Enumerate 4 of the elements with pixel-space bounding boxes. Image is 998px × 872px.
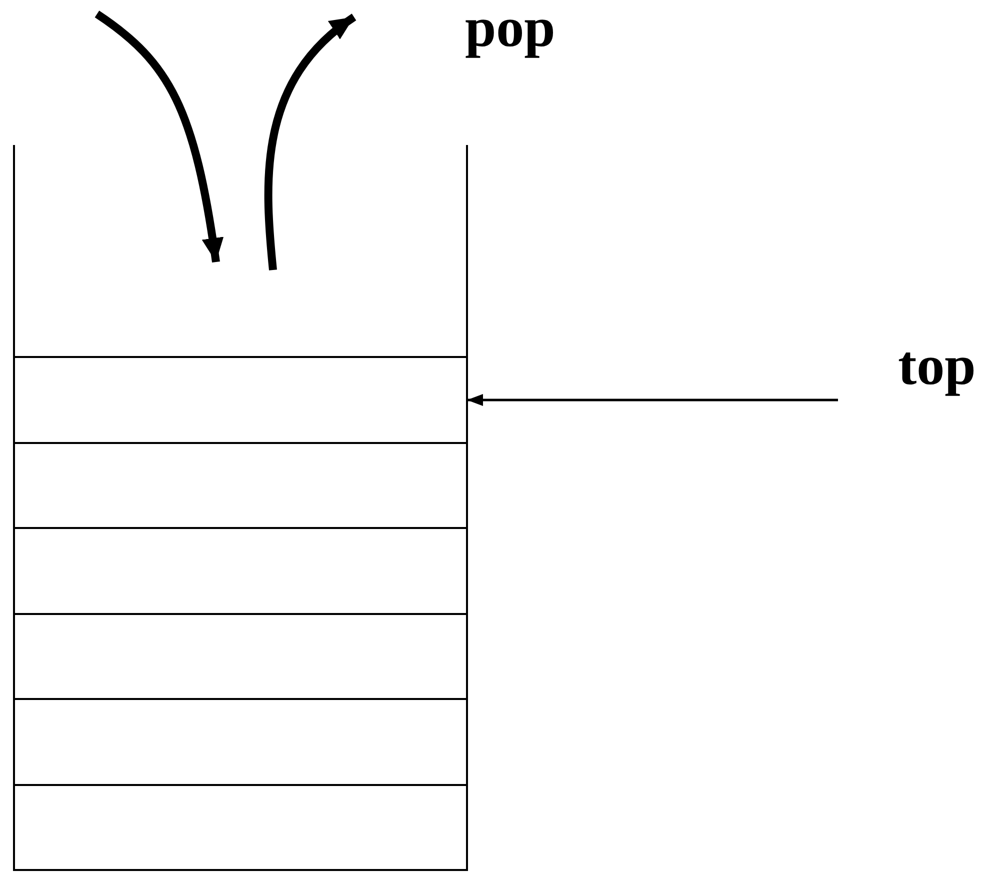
pointer-label: top xyxy=(898,338,976,394)
operation-label: pop xyxy=(465,0,556,56)
stack-container xyxy=(13,145,468,871)
arrow xyxy=(467,394,838,406)
